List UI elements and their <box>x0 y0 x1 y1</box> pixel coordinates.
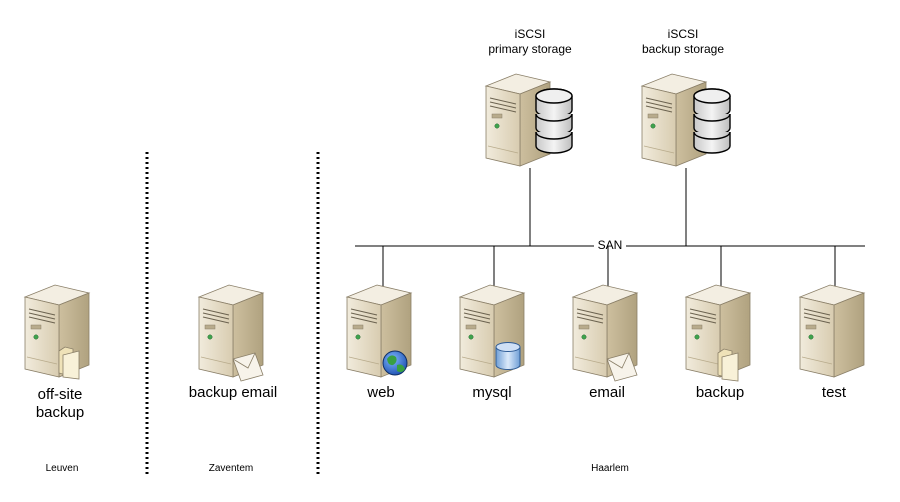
disk-stack-icon <box>535 88 573 154</box>
backup-server <box>685 284 751 382</box>
location-zaventem: Zaventem <box>208 463 254 474</box>
backup-storage-label-line2: backup storage <box>641 42 725 56</box>
web-server <box>346 284 412 378</box>
folder-icon <box>717 348 739 382</box>
server-tower-icon <box>24 284 90 378</box>
backup-storage-server <box>641 73 731 167</box>
primary-storage-label-line1: iSCSI <box>514 27 546 41</box>
backup-email-server <box>198 284 264 382</box>
disk-stack-icon <box>693 88 731 154</box>
folder-icon <box>58 346 80 380</box>
backup-storage-label-line1: iSCSI <box>667 27 699 41</box>
location-haarlem: Haarlem <box>591 463 629 474</box>
database-icon <box>495 342 521 370</box>
mysql-label: mysql <box>472 384 512 401</box>
offsite-label-line2: backup <box>35 404 85 421</box>
location-leuven: Leuven <box>45 463 79 474</box>
backup-email-label: backup email <box>188 384 278 401</box>
email-server <box>572 284 638 382</box>
server-tower-icon <box>799 284 865 378</box>
offsite-label-line1: off-site <box>37 386 83 403</box>
web-label: web <box>367 384 395 401</box>
mysql-server <box>459 284 525 378</box>
offsite-backup-server <box>24 284 90 380</box>
san-bus <box>355 168 865 292</box>
test-label: test <box>821 384 847 401</box>
email-label: email <box>589 384 625 401</box>
primary-storage-server <box>485 73 573 167</box>
primary-storage-label-line2: primary storage <box>488 42 572 56</box>
test-server <box>799 284 865 378</box>
backup-label: backup <box>695 384 745 401</box>
san-label: SAN <box>597 238 623 252</box>
globe-icon <box>382 350 408 376</box>
